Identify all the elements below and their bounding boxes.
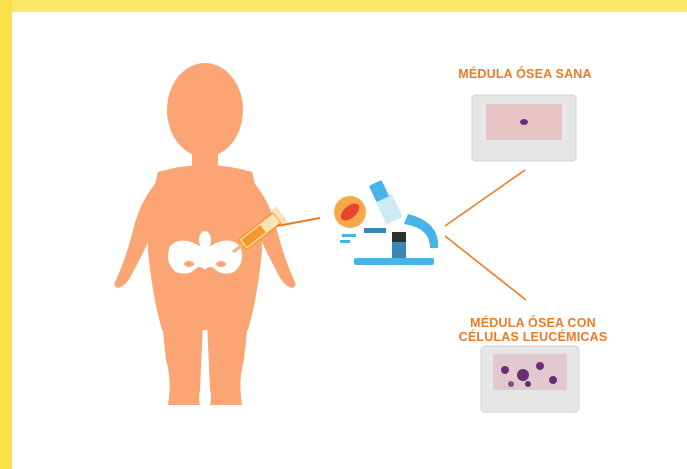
- branch-lines: [445, 170, 526, 300]
- label-leukemic-line1: MÉDULA ÓSEA CON: [418, 316, 648, 330]
- slide-leukemic-icon: [481, 346, 579, 412]
- red-blood-cell-icon: [334, 196, 366, 228]
- label-leukemic-marrow: MÉDULA ÓSEA CON CÉLULAS LEUCÉMICAS: [418, 316, 648, 344]
- slide-healthy-icon: [472, 95, 576, 161]
- label-healthy-marrow: MÉDULA ÓSEA SANA: [425, 67, 625, 81]
- label-leukemic-line2: CÉLULAS LEUCÉMICAS: [418, 330, 648, 344]
